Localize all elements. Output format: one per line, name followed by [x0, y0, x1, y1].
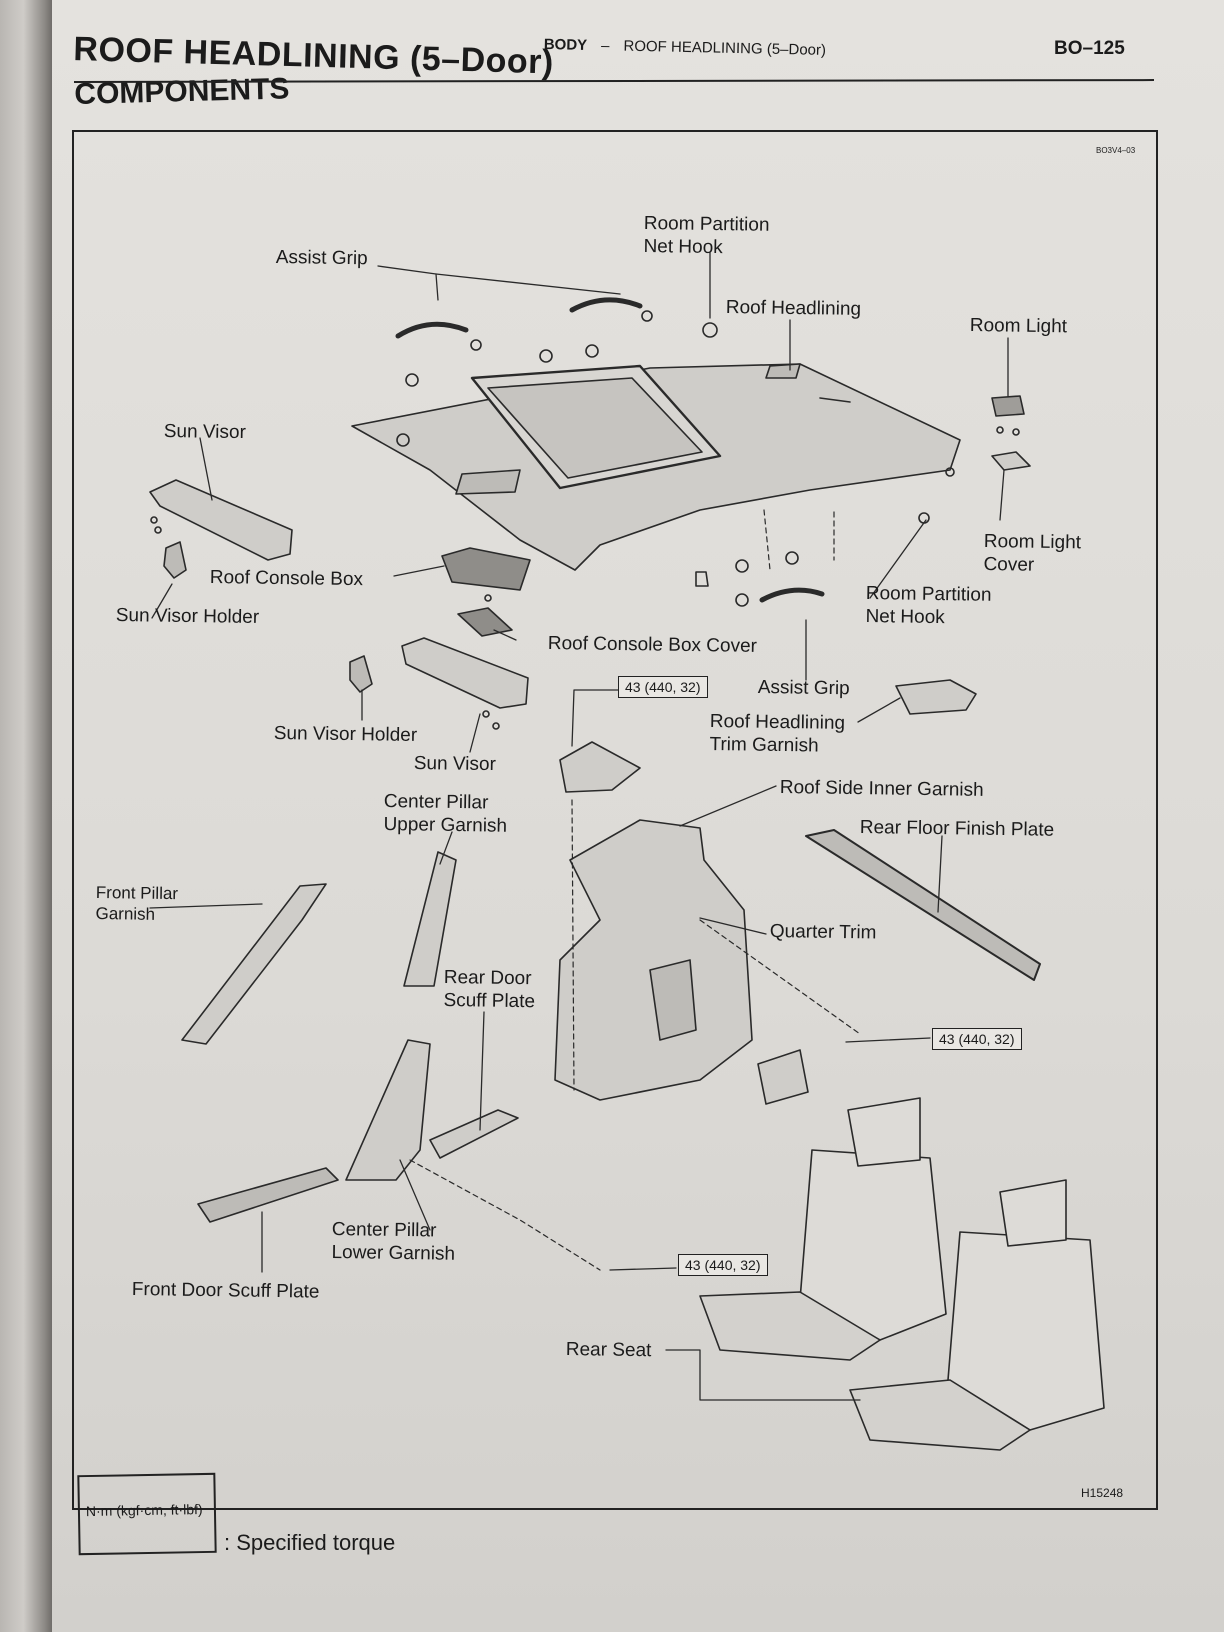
label-room-partition-net-hook-top: Room Partition Net Hook [643, 212, 770, 259]
rear-floor-plate-part [805, 829, 1041, 981]
torque-units-legend: N·m (kgf·cm, ft·lbf) [77, 1472, 217, 1556]
label-roof-console-box: Roof Console Box [209, 566, 364, 591]
center-pillar-upper-part [403, 851, 457, 987]
trim-garnish-part [895, 679, 977, 715]
torque-spec-1: 43 (440, 32) [618, 676, 708, 698]
page-number: BO–125 [1054, 38, 1125, 59]
figure-code: BO3V4–03 [1096, 146, 1136, 155]
assist-grip-lower-part [695, 551, 825, 607]
sun-visor-left-part [149, 479, 293, 579]
center-pillar-lower-part [345, 1039, 431, 1181]
front-pillar-garnish-part [181, 883, 327, 1045]
label-room-partition-net-hook-right: Room Partition Net Hook [865, 582, 992, 629]
label-rear-floor-finish-plate: Rear Floor Finish Plate [859, 816, 1055, 841]
label-sun-visor-center: Sun Visor [413, 752, 497, 776]
figure-frame [72, 130, 1158, 1510]
assist-grip-parts [395, 297, 718, 387]
label-quarter-trim: Quarter Trim [769, 920, 877, 944]
label-assist-grip-top: Assist Grip [275, 246, 368, 270]
leader-lines [149, 251, 1009, 1401]
label-center-pillar-lower-garnish: Center Pillar Lower Garnish [331, 1218, 456, 1265]
label-roof-headlining: Roof Headlining [725, 296, 862, 320]
torque-spec-3: 43 (440, 32) [678, 1254, 768, 1276]
book-spine [0, 0, 52, 1632]
label-sun-visor-left: Sun Visor [163, 420, 247, 444]
room-light-parts [918, 395, 1031, 524]
sun-visor-center-part [349, 637, 529, 730]
roof-console-parts [441, 547, 531, 637]
label-roof-side-inner-garnish: Roof Side Inner Garnish [779, 776, 984, 801]
torque-spec-2: 43 (440, 32) [932, 1028, 1022, 1050]
dashed-lines [409, 509, 861, 1271]
illustration-code: H15248 [1081, 1486, 1124, 1500]
torque-legend-text: : Specified torque [224, 1530, 396, 1555]
label-roof-console-box-cover: Roof Console Box Cover [547, 632, 758, 657]
label-sun-visor-holder-left: Sun Visor Holder [115, 604, 260, 628]
roof-side-inner-garnish-part [559, 741, 641, 793]
label-center-pillar-upper-garnish: Center Pillar Upper Garnish [383, 790, 508, 837]
label-sun-visor-holder-center: Sun Visor Holder [273, 722, 418, 746]
label-roof-headlining-trim-garnish: Roof Headlining Trim Garnish [709, 710, 846, 757]
label-room-light: Room Light [969, 314, 1068, 338]
front-door-scuff-part [197, 1167, 339, 1223]
label-room-light-cover: Room Light Cover [983, 530, 1082, 576]
quarter-trim-part [554, 819, 753, 1101]
label-front-door-scuff-plate: Front Door Scuff Plate [131, 1278, 320, 1303]
label-assist-grip-bottom: Assist Grip [757, 676, 850, 700]
label-front-pillar-garnish: Front Pillar Garnish [95, 882, 179, 924]
roof-headlining-part [351, 363, 961, 571]
label-rear-seat: Rear Seat [565, 1338, 652, 1362]
label-rear-door-scuff-plate: Rear Door Scuff Plate [443, 966, 536, 1013]
rear-seat-parts [699, 1097, 1105, 1451]
